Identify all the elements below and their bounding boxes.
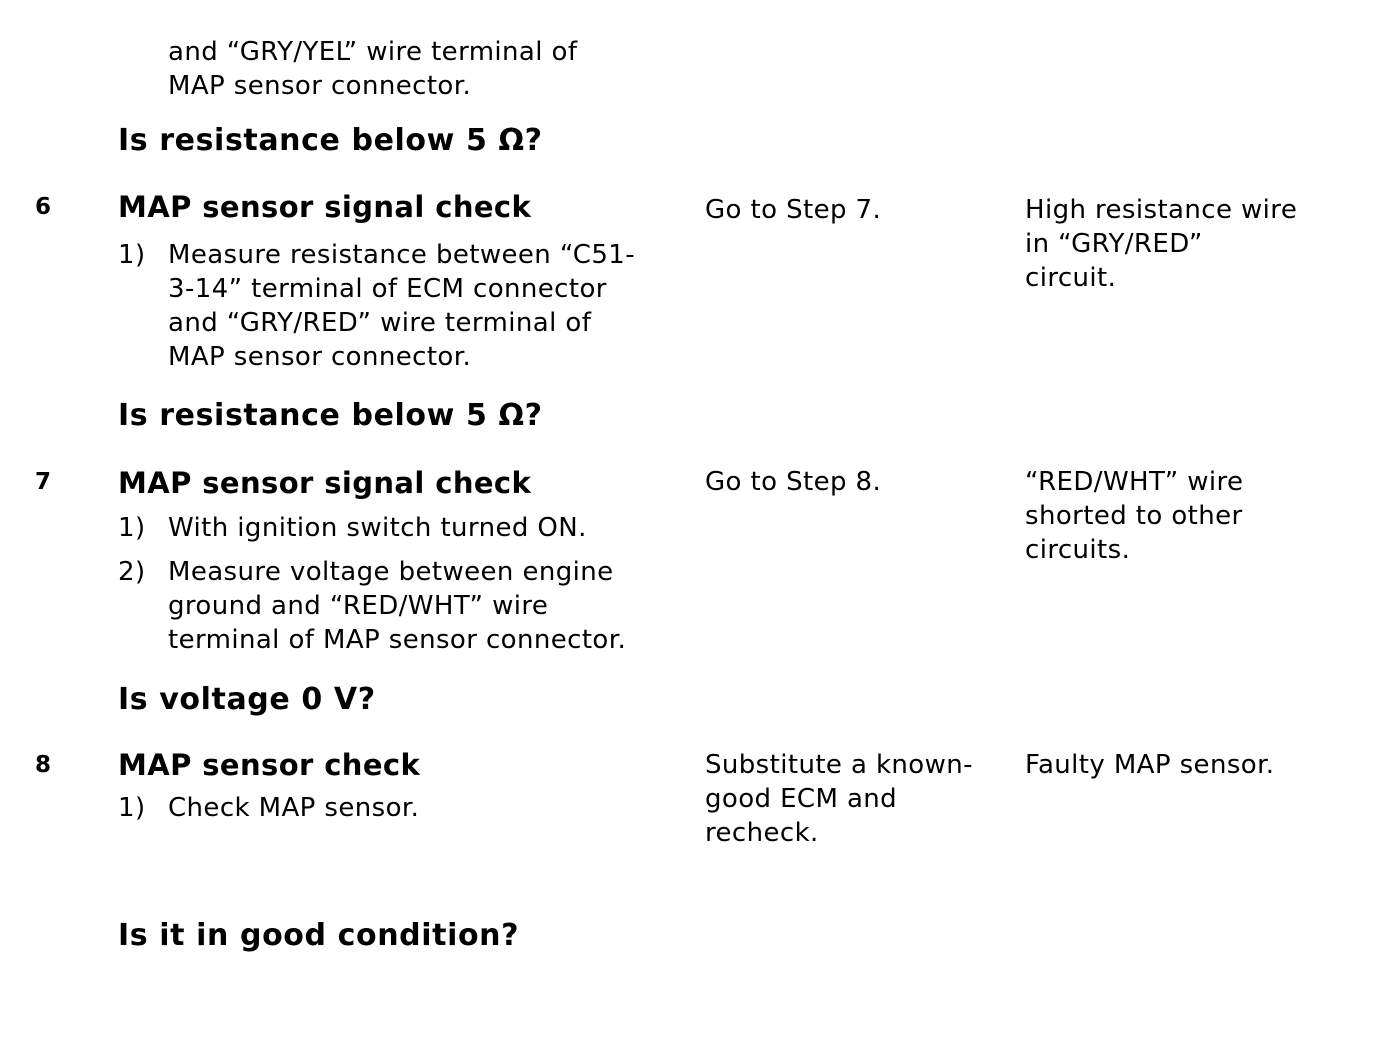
instruction-text: Check MAP sensor. — [168, 791, 419, 825]
question-heading: Is resistance below 5 Ω? — [118, 398, 543, 433]
text-line: circuits. — [1025, 535, 1131, 565]
list-marker: 2) — [118, 557, 146, 587]
text-line: terminal of MAP sensor connector. — [168, 625, 627, 655]
text-line: Faulty MAP sensor. — [1025, 750, 1275, 780]
text-line: Substitute a known- — [705, 750, 973, 780]
list-marker: 1) — [118, 240, 146, 270]
step-number: 6 — [35, 194, 52, 220]
text-line: High resistance wire — [1025, 195, 1298, 225]
text-line: in “GRY/RED” — [1025, 229, 1203, 259]
continuation-instruction: and “GRY/YEL” wire terminal of MAP senso… — [168, 35, 577, 103]
text-line: recheck. — [705, 818, 819, 848]
yes-action-cell: Go to Step 7. — [705, 193, 881, 227]
question-heading: Is it in good condition? — [118, 918, 520, 953]
text-line: ground and “RED/WHT” wire — [168, 591, 549, 621]
text-line: MAP sensor connector. — [168, 342, 472, 372]
no-action-cell: “RED/WHT” wire shorted to other circuits… — [1025, 465, 1243, 567]
step-instruction: 1) With ignition switch turned ON. — [118, 511, 587, 545]
step-instruction: 1) Measure resistance between “C51- 3-14… — [118, 238, 635, 374]
question-heading: Is voltage 0 V? — [118, 682, 376, 717]
text-line: circuit. — [1025, 263, 1117, 293]
yes-action-cell: Go to Step 8. — [705, 465, 881, 499]
list-marker: 1) — [118, 513, 146, 543]
step-instruction: 1) Check MAP sensor. — [118, 791, 419, 825]
step-title: MAP sensor check — [118, 748, 421, 782]
text-line: With ignition switch turned ON. — [168, 513, 587, 543]
text-line: Measure voltage between engine — [168, 557, 614, 587]
step-instruction: 2) Measure voltage between engine ground… — [118, 555, 626, 657]
text-line: shorted to other — [1025, 501, 1243, 531]
text-line: MAP sensor connector. — [168, 71, 472, 101]
instruction-text: With ignition switch turned ON. — [168, 511, 587, 545]
question-heading: Is resistance below 5 Ω? — [118, 123, 543, 158]
text-line: 3-14” terminal of ECM connector — [168, 274, 607, 304]
text-line: “RED/WHT” wire — [1025, 467, 1244, 497]
no-action-cell: Faulty MAP sensor. — [1025, 748, 1274, 782]
text-line: and “GRY/RED” wire terminal of — [168, 308, 592, 338]
text-line: good ECM and — [705, 784, 898, 814]
step-number: 8 — [35, 752, 52, 778]
text-line: Go to Step 7. — [705, 195, 882, 225]
instruction-text: Measure resistance between “C51- 3-14” t… — [168, 238, 635, 374]
text-line: Go to Step 8. — [705, 467, 882, 497]
text-line: Measure resistance between “C51- — [168, 240, 636, 270]
no-action-cell: High resistance wire in “GRY/RED” circui… — [1025, 193, 1297, 295]
step-number: 7 — [35, 469, 52, 495]
yes-action-cell: Substitute a known- good ECM and recheck… — [705, 748, 973, 850]
text-line: and “GRY/YEL” wire terminal of — [168, 37, 578, 67]
step-title: MAP sensor signal check — [118, 190, 532, 224]
list-marker: 1) — [118, 793, 146, 823]
step-title: MAP sensor signal check — [118, 466, 532, 500]
text-line: Check MAP sensor. — [168, 793, 420, 823]
instruction-text: Measure voltage between engine ground an… — [168, 555, 626, 657]
